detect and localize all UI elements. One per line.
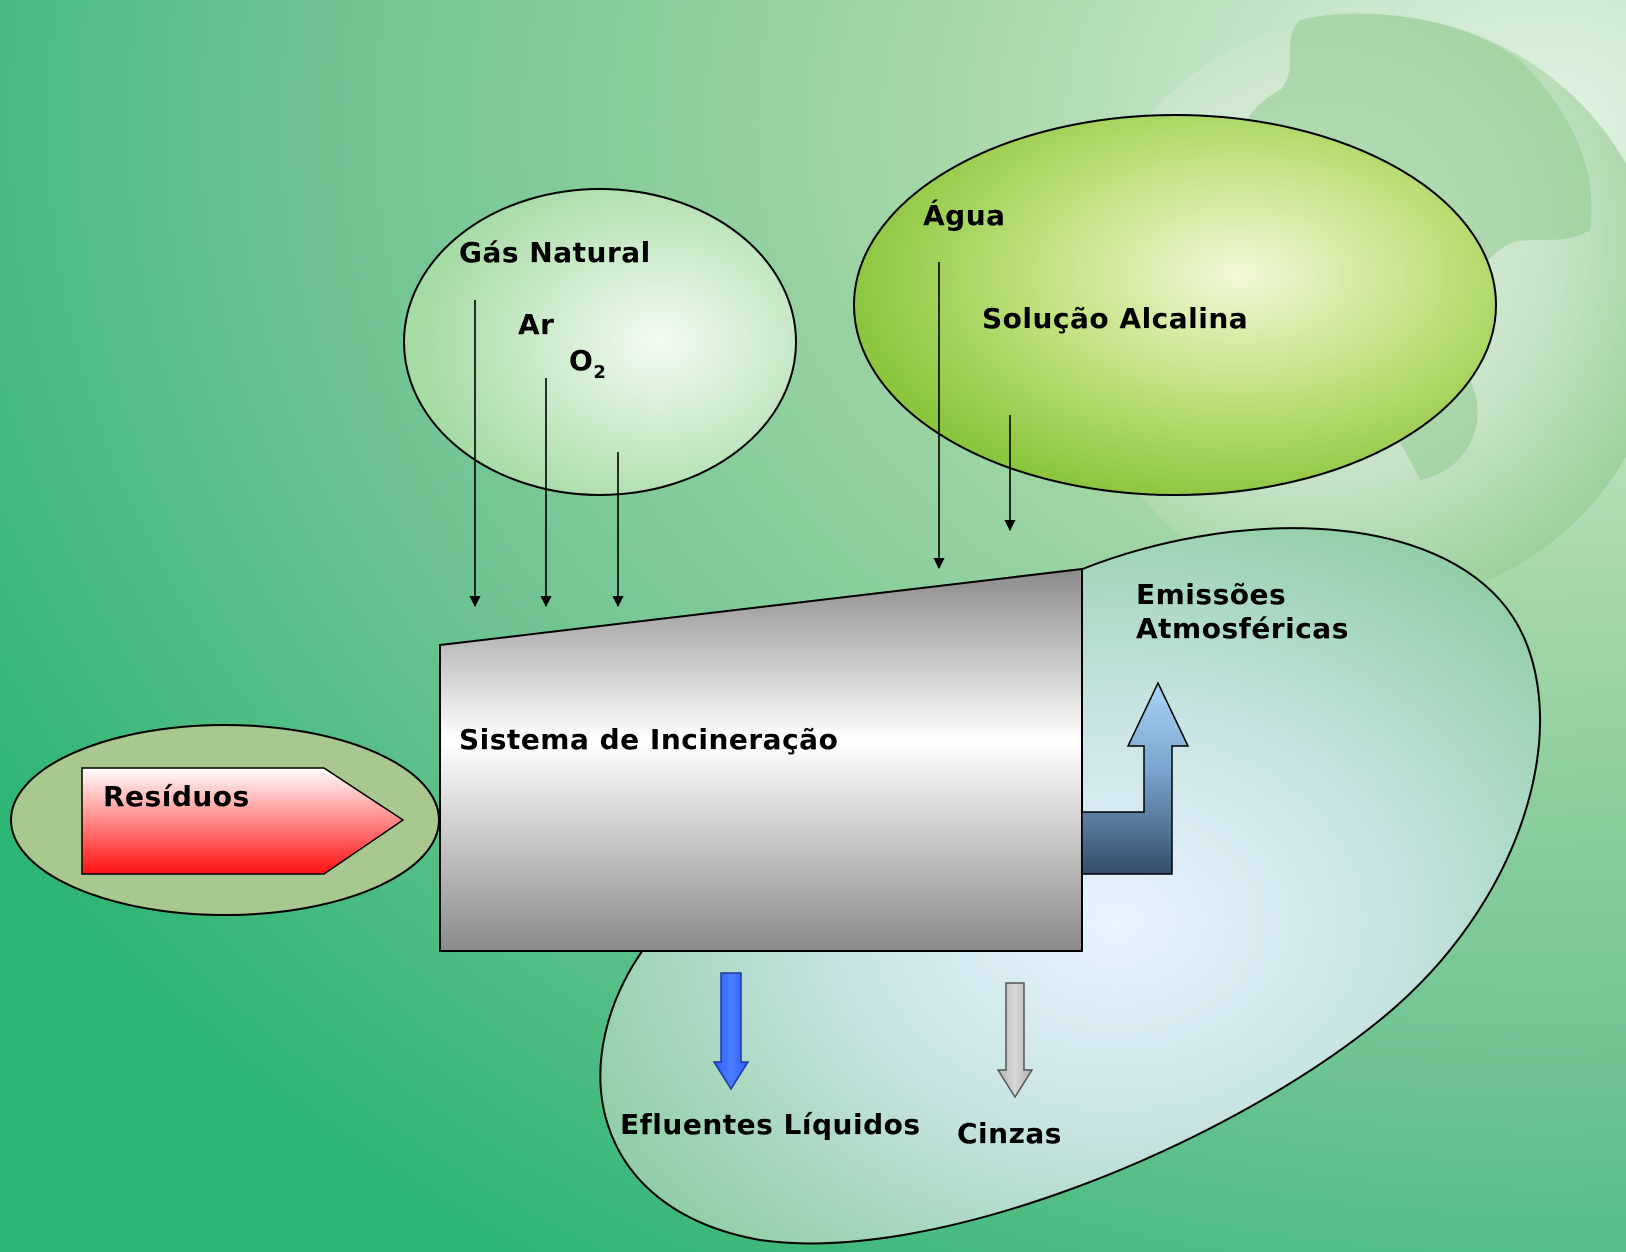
effluents-arrow	[712, 972, 750, 1091]
gas-natural-label: Gás Natural	[459, 236, 651, 269]
cinzas-label: Cinzas	[957, 1117, 1062, 1150]
o2-subscript: 2	[593, 362, 607, 383]
residuos-label: Resíduos	[103, 780, 250, 813]
agua-label: Água	[923, 199, 1006, 232]
solucao-alcalina-label: Solução Alcalina	[982, 302, 1249, 335]
o2-main-text: O	[569, 344, 594, 377]
ar-label: Ar	[518, 308, 555, 341]
emissoes-line2-label: Atmosféricas	[1136, 612, 1349, 645]
ashes-arrow	[996, 982, 1034, 1099]
incineration-box	[439, 567, 1083, 952]
sistema-label: Sistema de Incineração	[459, 723, 839, 756]
residues-arrow-shape	[81, 767, 405, 875]
water-inputs-ellipse	[853, 114, 1497, 496]
emissoes-line1-label: Emissões	[1136, 578, 1287, 611]
air-inputs-ellipse	[403, 188, 797, 496]
o2-label: O2	[569, 344, 606, 383]
emissions-arrow	[1081, 681, 1190, 875]
efluentes-label: Efluentes Líquidos	[620, 1108, 921, 1141]
